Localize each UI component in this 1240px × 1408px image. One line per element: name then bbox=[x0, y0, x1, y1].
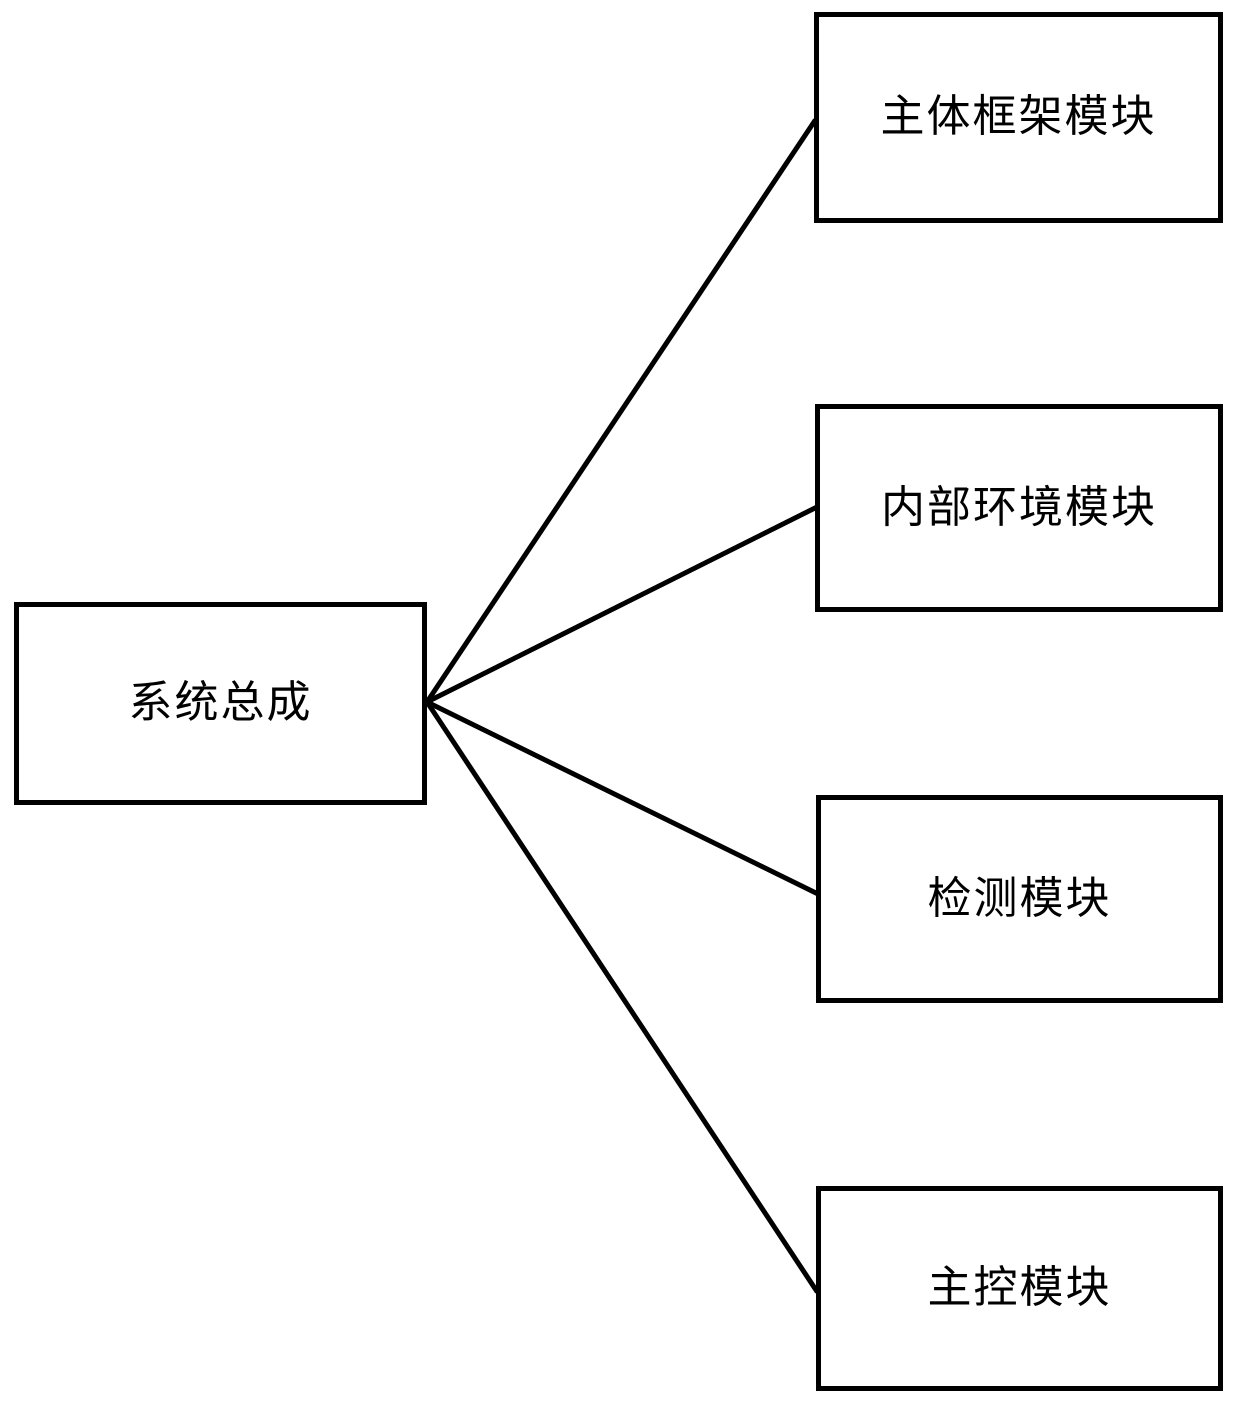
node-main-control-module[interactable]: 主控模块 bbox=[816, 1186, 1223, 1391]
node-detection-module-label: 检测模块 bbox=[927, 872, 1112, 924]
node-internal-environment-module-label: 内部环境模块 bbox=[881, 481, 1157, 533]
edge-system-assembly-to-detection-module bbox=[423, 698, 820, 897]
node-internal-environment-module[interactable]: 内部环境模块 bbox=[815, 404, 1223, 612]
node-main-frame-module-label: 主体框架模块 bbox=[880, 91, 1157, 143]
edge-system-assembly-to-internal-environment-module bbox=[423, 504, 819, 706]
node-main-frame-module[interactable]: 主体框架模块 bbox=[814, 12, 1223, 223]
edge-system-assembly-to-main-control-module bbox=[423, 698, 820, 1294]
node-system-assembly-label: 系统总成 bbox=[128, 677, 313, 729]
edge-system-assembly-to-main-frame-module bbox=[423, 118, 818, 706]
node-system-assembly[interactable]: 系统总成 bbox=[14, 602, 427, 805]
node-detection-module[interactable]: 检测模块 bbox=[816, 795, 1223, 1003]
node-main-control-module-label: 主控模块 bbox=[927, 1262, 1112, 1314]
